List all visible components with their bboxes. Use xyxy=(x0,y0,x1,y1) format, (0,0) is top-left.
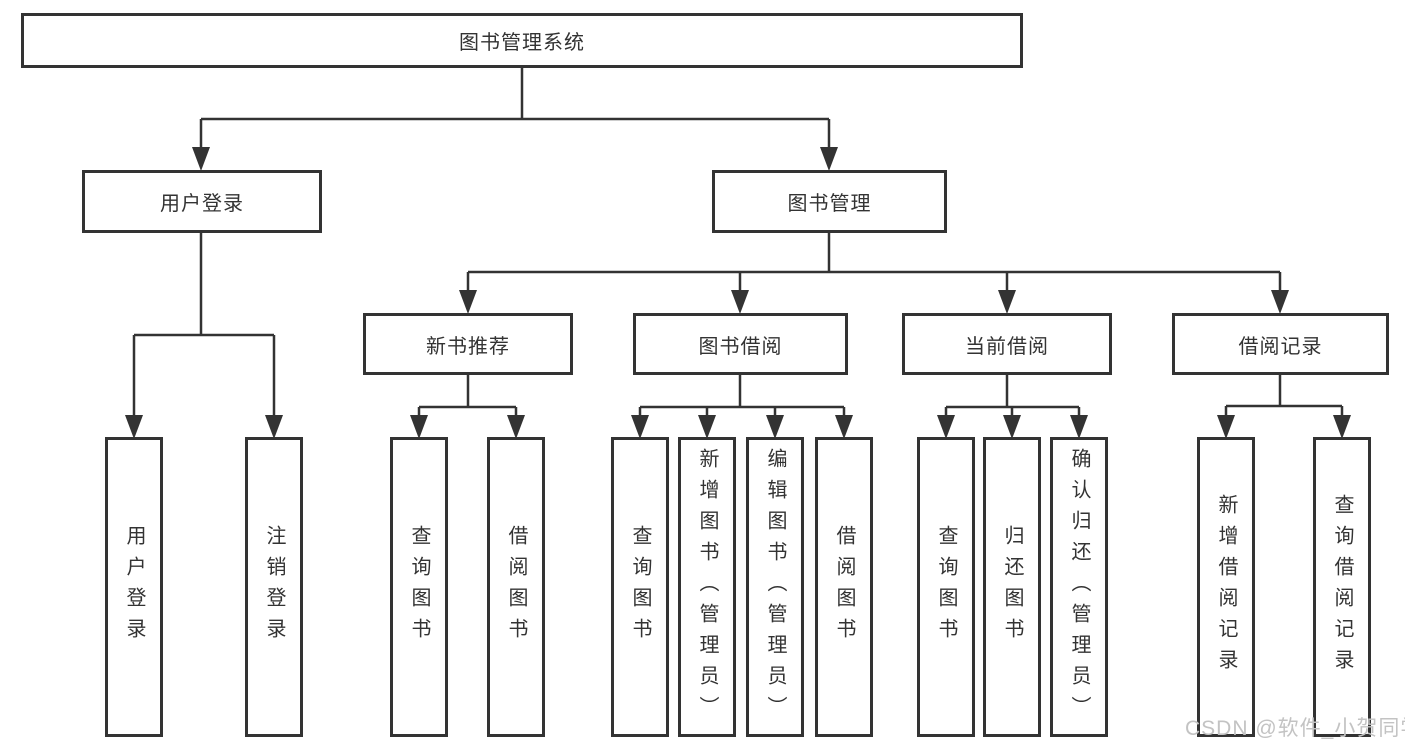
node-borrowing-records: 借阅记录 xyxy=(1172,313,1389,375)
arrowheads-level3 xyxy=(459,290,1289,314)
connectors-new-book-recommendation xyxy=(417,375,518,416)
arrowheads-leaves xyxy=(410,415,1351,439)
leaf-add-borrow-record: 新增借阅记录 xyxy=(1197,437,1255,737)
leaf-query-books-3-label: 查询图书 xyxy=(935,525,957,649)
leaf-query-borrow-record: 查询借阅记录 xyxy=(1313,437,1371,737)
arrowheads-level2 xyxy=(192,147,838,171)
node-root: 图书管理系统 xyxy=(21,13,1023,68)
connectors-root-to-level2 xyxy=(199,68,831,149)
connectors-book-management xyxy=(466,233,1282,291)
leaf-query-books-3: 查询图书 xyxy=(917,437,975,737)
connectors-user-login xyxy=(132,233,276,416)
node-new-book-recommendation-label: 新书推荐 xyxy=(426,335,510,358)
leaf-logout-label: 注销登录 xyxy=(263,525,285,649)
connectors-borrowing-records xyxy=(1224,375,1344,416)
node-new-book-recommendation: 新书推荐 xyxy=(363,313,573,375)
arrowheads-user-login-children xyxy=(125,415,283,439)
leaf-confirm-return-admin: 确认归还（管理员） xyxy=(1050,437,1108,737)
leaf-return-books: 归还图书 xyxy=(983,437,1041,737)
leaf-user-login-label: 用户登录 xyxy=(123,525,145,649)
leaf-query-books-1-label: 查询图书 xyxy=(408,525,430,649)
leaf-add-books-admin: 新增图书（管理员） xyxy=(678,437,736,737)
leaf-add-borrow-record-label: 新增借阅记录 xyxy=(1215,494,1237,680)
node-book-borrowing-label: 图书借阅 xyxy=(698,335,783,358)
connectors-book-borrowing xyxy=(638,375,846,416)
node-book-management: 图书管理 xyxy=(712,170,947,233)
leaf-confirm-return-admin-label: 确认归还（管理员） xyxy=(1068,447,1090,727)
leaf-user-login: 用户登录 xyxy=(105,437,163,737)
node-root-label: 图书管理系统 xyxy=(459,32,585,54)
leaf-query-borrow-record-label: 查询借阅记录 xyxy=(1331,494,1353,680)
leaf-add-books-admin-label: 新增图书（管理员） xyxy=(696,447,718,727)
leaf-query-books-2-label: 查询图书 xyxy=(629,525,651,649)
node-current-borrowing-label: 当前借阅 xyxy=(965,335,1049,358)
leaf-edit-books-admin-label: 编辑图书（管理员） xyxy=(764,447,786,727)
node-book-management-label: 图书管理 xyxy=(787,193,872,215)
leaf-borrow-books-2-label: 借阅图书 xyxy=(833,525,855,649)
leaf-borrow-books-2: 借阅图书 xyxy=(815,437,873,737)
leaf-edit-books-admin: 编辑图书（管理员） xyxy=(746,437,804,737)
leaf-logout: 注销登录 xyxy=(245,437,303,737)
leaf-return-books-label: 归还图书 xyxy=(1001,525,1023,649)
leaf-query-books-1: 查询图书 xyxy=(390,437,448,737)
watermark: CSDN @软件_小贺同学 xyxy=(1185,717,1405,740)
node-user-login-label: 用户登录 xyxy=(160,193,244,215)
leaf-query-books-2: 查询图书 xyxy=(611,437,669,737)
leaf-borrow-books-1: 借阅图书 xyxy=(487,437,545,737)
node-user-login: 用户登录 xyxy=(82,170,322,233)
leaf-borrow-books-1-label: 借阅图书 xyxy=(505,525,527,649)
node-borrowing-records-label: 借阅记录 xyxy=(1238,335,1323,358)
node-book-borrowing: 图书借阅 xyxy=(633,313,848,375)
connectors-current-borrowing xyxy=(944,375,1081,416)
node-current-borrowing: 当前借阅 xyxy=(902,313,1112,375)
